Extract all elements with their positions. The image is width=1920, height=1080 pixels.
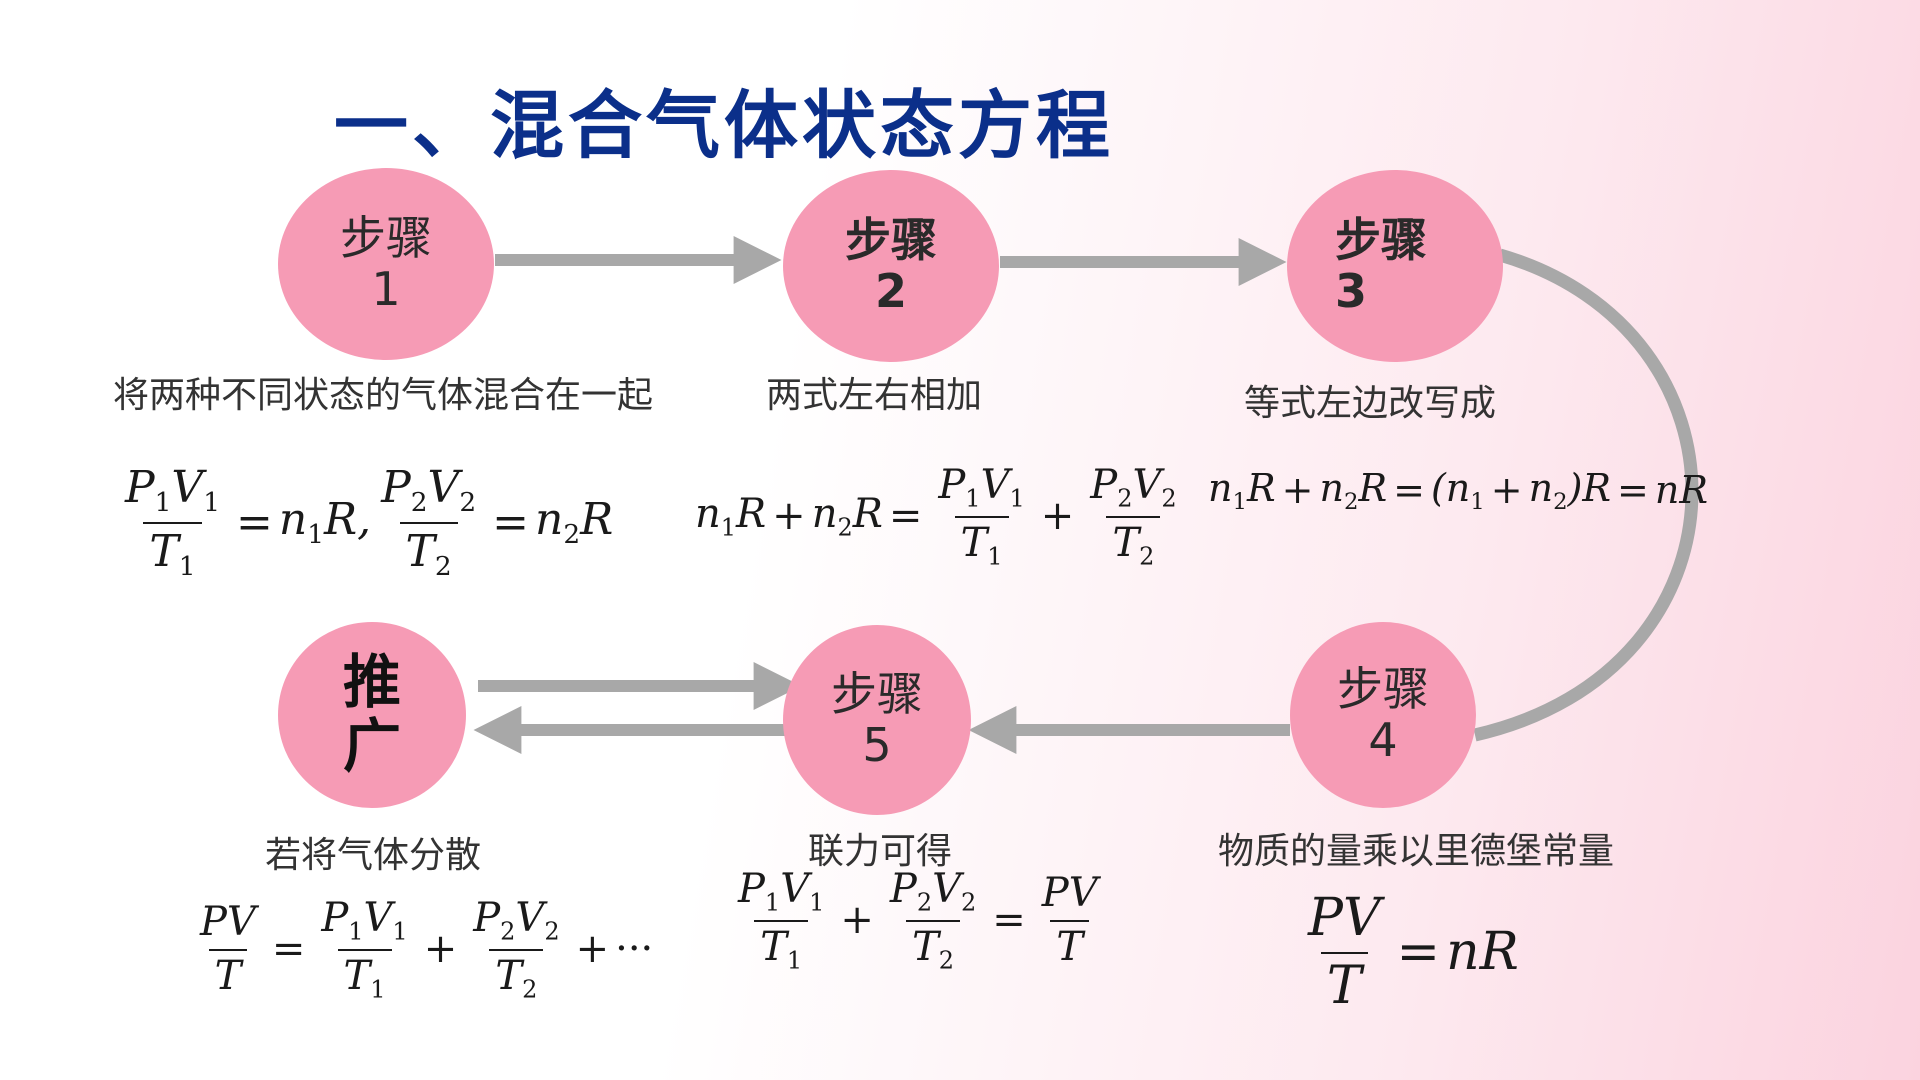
step-1-number: 1 xyxy=(371,262,401,316)
step-1-label: 将两种不同状态的气体混合在一起 xyxy=(113,375,654,416)
step-2-label: 两式左右相加 xyxy=(766,375,983,416)
formula-step-3: n1R+n2R= (n1+n2)R=nR xyxy=(1208,466,1708,515)
step-4-label: 物质的量乘以里德堡常量 xyxy=(1218,831,1615,872)
step-1-circle: 步骤 1 xyxy=(278,168,494,360)
step-4-number: 4 xyxy=(1368,713,1398,767)
step-3-word: 步骤 xyxy=(1335,213,1427,268)
generalize-word-1: 推 xyxy=(342,648,401,717)
arc-step3-to-step4 xyxy=(1473,248,1699,742)
step-3-circle: 步骤 3 xyxy=(1287,170,1503,362)
generalize-label: 若将气体分散 xyxy=(265,835,482,876)
step-4-circle: 步骤 4 xyxy=(1290,622,1476,808)
step-5-circle: 步骤 5 xyxy=(783,625,971,815)
step-1-word: 步骤 xyxy=(340,211,432,266)
step-3-number: 3 xyxy=(1335,264,1368,318)
step-5-word: 步骤 xyxy=(831,667,923,722)
step-3-label: 等式左边改写成 xyxy=(1244,383,1497,424)
generalize-circle: 推 广 xyxy=(278,622,466,808)
generalize-word-2: 广 xyxy=(342,712,401,780)
step-2-circle: 步骤 2 xyxy=(783,170,999,362)
step-4-word: 步骤 xyxy=(1337,662,1429,717)
page-title: 一、混合气体状态方程 xyxy=(334,83,1114,169)
step-5-label: 联力可得 xyxy=(808,831,953,872)
step-2-word: 步骤 xyxy=(845,213,937,268)
step-5-number: 5 xyxy=(862,718,892,772)
step-2-number: 2 xyxy=(874,264,907,318)
